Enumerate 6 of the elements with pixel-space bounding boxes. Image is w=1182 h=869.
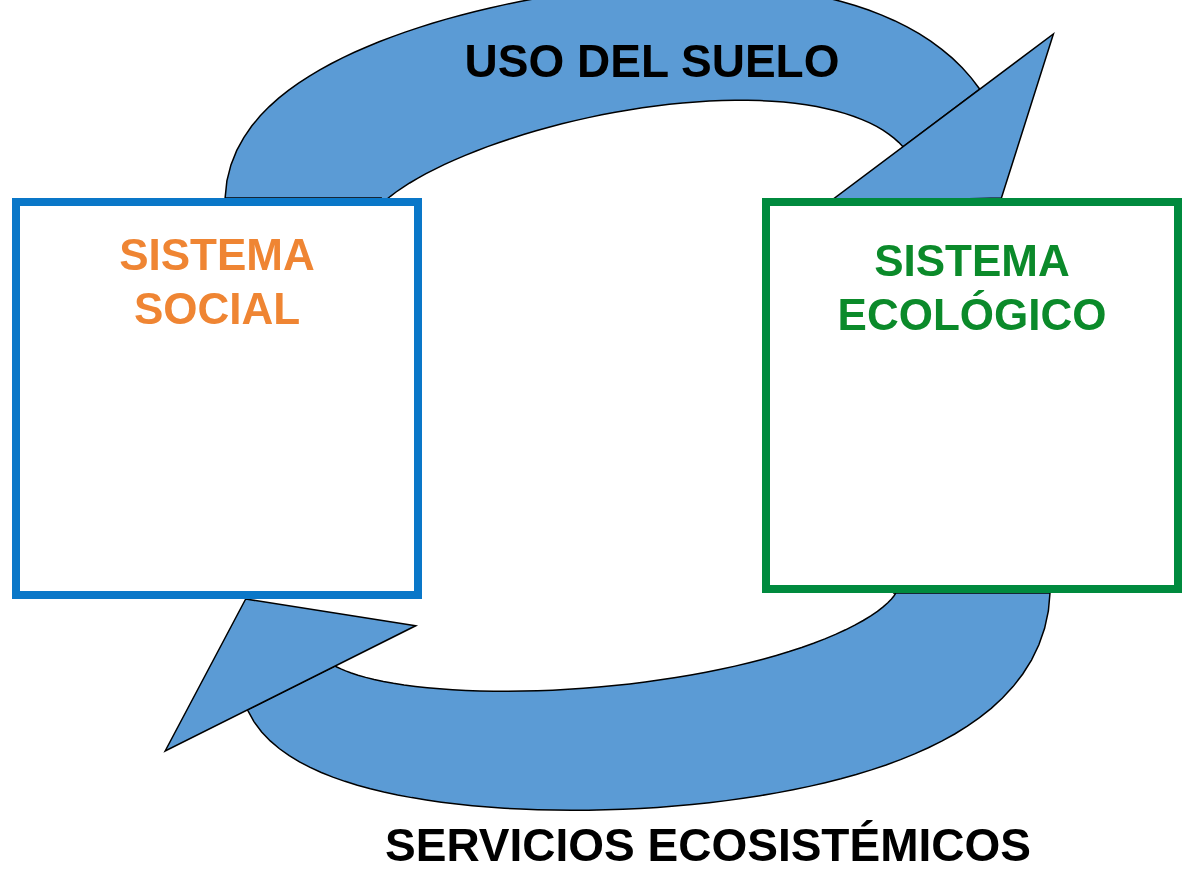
system-box <box>12 198 422 599</box>
system-box <box>762 198 1182 593</box>
edge-label: USO DEL SUELO <box>464 34 840 88</box>
system-title: SISTEMA ECOLÓGICO <box>836 235 1108 341</box>
system-title: SISTEMA SOCIAL <box>118 229 316 335</box>
edge-label: SERVICIOS ECOSISTÉMICOS <box>385 818 1031 869</box>
